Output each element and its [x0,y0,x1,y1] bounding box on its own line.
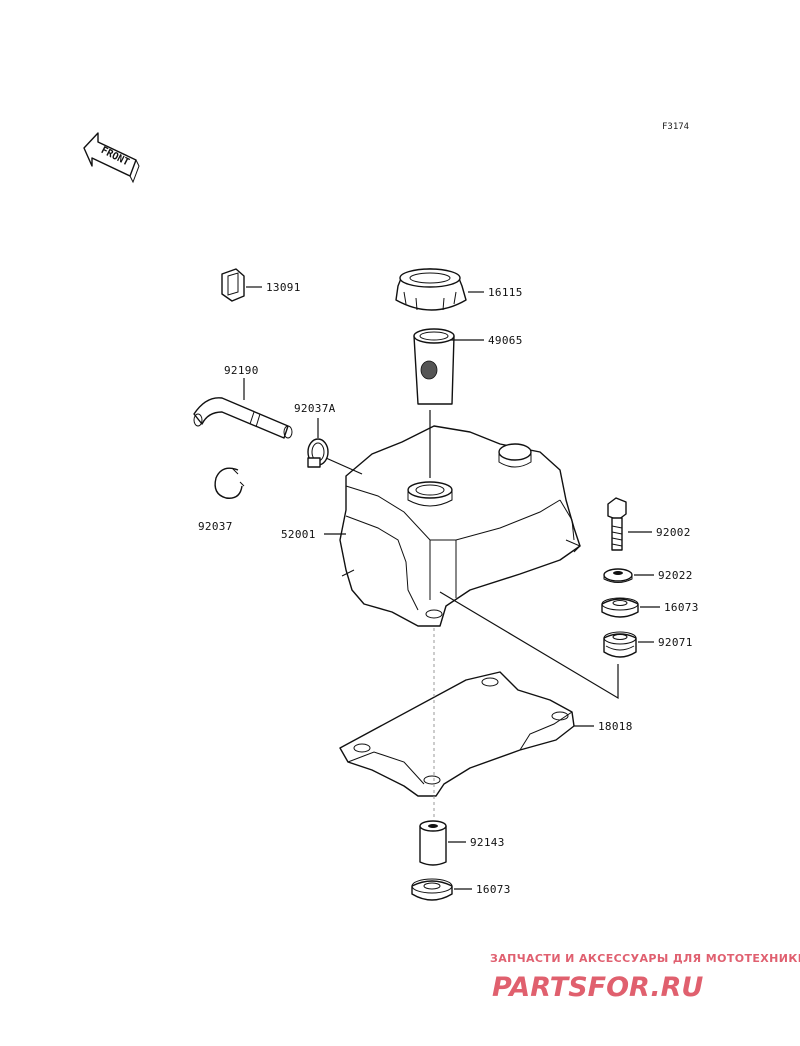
label-13091: 13091 [266,281,301,294]
label-92190: 92190 [224,364,259,377]
watermark-logo: PARTSFOR.RU [492,972,703,1003]
hose-92190 [193,397,293,439]
bolt-92002 [607,497,627,551]
clamp-92037A [307,438,329,468]
washer-92022 [603,568,633,583]
watermark-caption: ЗАПЧАСТИ И АКСЕССУАРЫ ДЛЯ МОТОТЕХНИКИ [490,952,800,965]
label-49065: 49065 [488,334,523,347]
label-16115: 16115 [488,286,523,299]
leader-tank-to-mount [439,591,619,700]
label-52001: 52001 [281,528,316,541]
filter-49065 [413,328,455,405]
label-92037A: 92037A [294,402,336,415]
label-92143: 92143 [470,836,505,849]
tray-18018 [339,671,575,797]
grommet-16073-a [601,597,639,618]
label-16073-b: 16073 [476,883,511,896]
diagram-code: F3174 [662,122,689,132]
label-92037: 92037 [198,520,233,533]
clamp-92037 [214,467,245,499]
sleeve-92143 [419,820,447,866]
label-92022: 92022 [658,569,693,582]
label-92071: 92071 [658,636,693,649]
fuel-tank-52001 [339,425,581,627]
clip-13091 [221,268,245,302]
label-18018: 18018 [598,720,633,733]
grommet-16073-b [411,878,453,901]
front-arrow-icon: FRONT [83,132,140,184]
collar-92071 [603,631,637,658]
label-16073-a: 16073 [664,601,699,614]
label-92002: 92002 [656,526,691,539]
fuel-cap-16115 [395,268,467,311]
leader-hose-to-tank [325,457,363,475]
